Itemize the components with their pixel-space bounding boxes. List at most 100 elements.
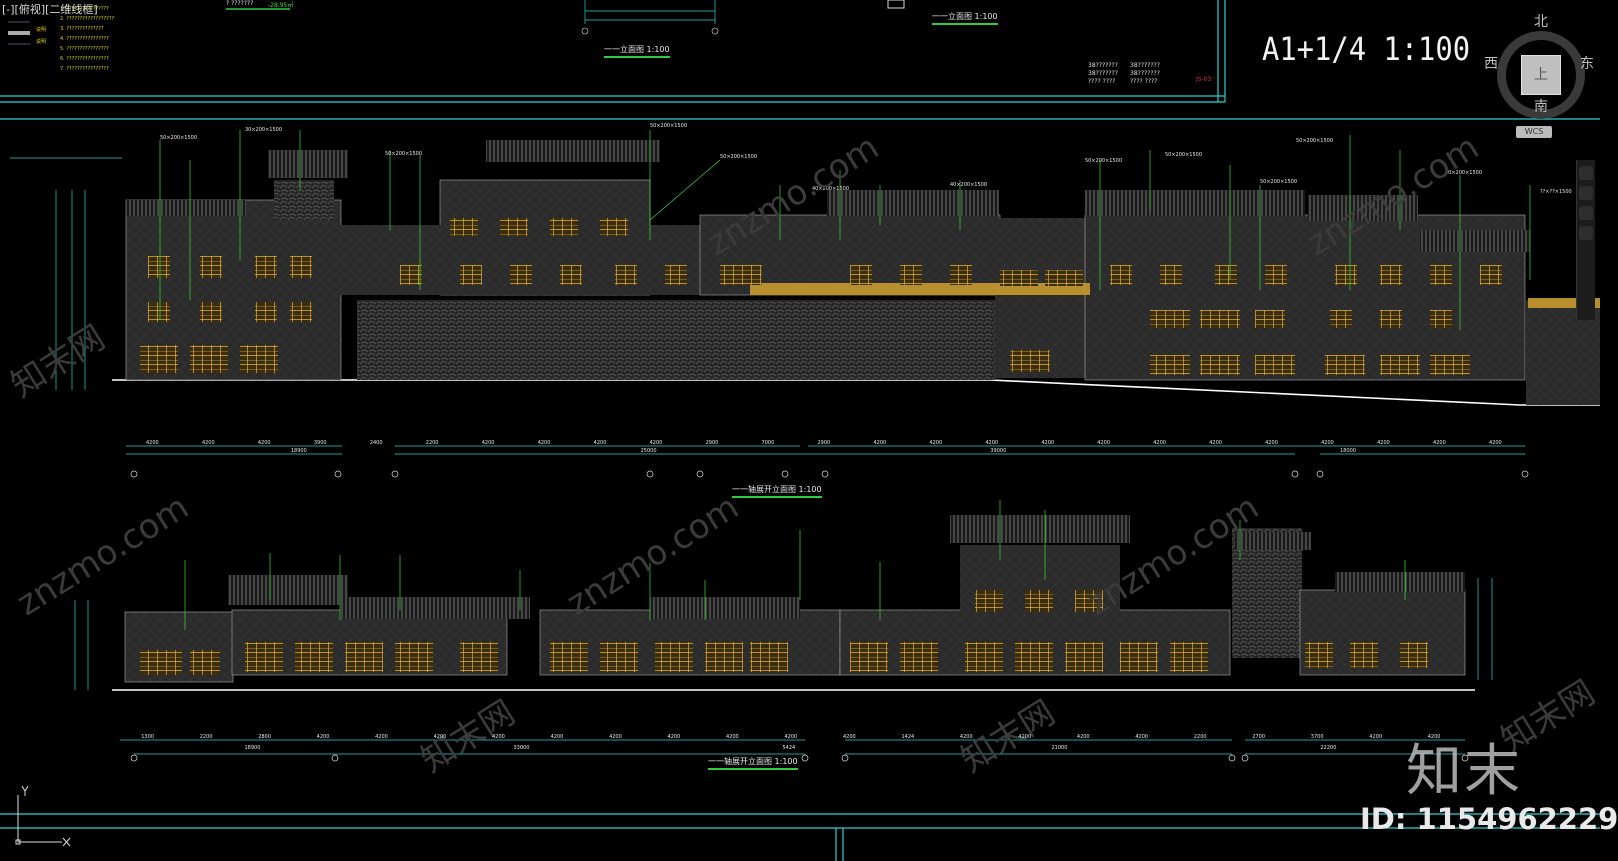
sheet-info-line: ???? ????: [1088, 78, 1116, 85]
dimension-label: 4200: [1265, 440, 1278, 446]
dimension-label: 4200: [433, 734, 447, 740]
dimension-label: 4200: [257, 440, 271, 446]
sheet-code: JS-03: [1196, 76, 1212, 83]
viewcube-south[interactable]: 南: [1534, 99, 1548, 115]
svg-text:50×200×1500: 50×200×1500: [720, 154, 757, 160]
svg-text:50×200×1500: 50×200×1500: [1260, 179, 1297, 185]
dimension-label: 4200: [1041, 440, 1055, 446]
dimension-label: 4200: [593, 440, 607, 446]
dimension-label: 4200: [784, 734, 798, 740]
elevation-title: 一一轴展开立面图 1:100: [708, 756, 798, 770]
svg-text:50×200×1500: 50×200×1500: [1165, 152, 1202, 158]
dimension-label: 1300: [141, 734, 154, 740]
dimension-label: 4200: [1489, 440, 1502, 446]
dimension-total-label: 18000: [1340, 448, 1357, 454]
dimension-label: 2200: [425, 440, 439, 446]
dimension-label: 4200: [492, 734, 505, 740]
sheet-info-line: 38???????: [1088, 70, 1118, 77]
svg-text:??×??×1500: ??×??×1500: [1540, 189, 1572, 195]
zoom-icon[interactable]: [1579, 186, 1593, 200]
wcs-menu-button[interactable]: WCS: [1516, 126, 1552, 138]
dimension-label: 4200: [1369, 734, 1383, 740]
dimension-total-label: 33000: [513, 745, 530, 751]
dimension-total-label: 21000: [1051, 745, 1068, 751]
sheet-info-line: ???? ????: [1130, 78, 1158, 85]
svg-text:50×200×1500: 50×200×1500: [1445, 170, 1482, 176]
viewport-controls-label[interactable]: [-][俯视][二维线框]: [2, 3, 98, 16]
svg-text:7. ????????????????: 7. ????????????????: [60, 66, 109, 72]
orbit-icon[interactable]: [1579, 206, 1593, 220]
note-value: ? ???????: [226, 0, 254, 7]
dimension-label: 4200: [145, 440, 159, 446]
elevation-lower[interactable]: [74, 500, 1493, 762]
dimension-label: 4200: [1097, 440, 1111, 446]
viewport-controls[interactable]: [-][俯视][二维线框]: [2, 1, 98, 17]
dimension-label: 4200: [842, 734, 856, 740]
pan-icon[interactable]: [1579, 166, 1593, 180]
sheet-info-line: 38???????: [1130, 62, 1160, 69]
dimension-label: 4200: [1321, 440, 1334, 446]
viewcube-east[interactable]: 东: [1580, 56, 1594, 72]
showmotion-icon[interactable]: [1579, 226, 1593, 240]
dimension-total-label: 18900: [290, 448, 307, 454]
dimension-label: 2800: [258, 734, 271, 740]
viewcube-compass-ring[interactable]: [1497, 31, 1585, 119]
dimension-label: 4200: [667, 734, 681, 740]
viewcube-west[interactable]: 西: [1484, 56, 1498, 72]
resource-id: ID: 1154962229: [1360, 802, 1618, 836]
viewcube-top-face[interactable]: 上: [1521, 55, 1561, 95]
dimension-total-label: 5424: [782, 745, 796, 751]
svg-text:30×200×1500: 30×200×1500: [245, 127, 282, 133]
viewcube[interactable]: 北 南 西 东 上 WCS: [1484, 10, 1598, 150]
note-area: -28.95㎡: [268, 2, 294, 9]
dimension-label: 4200: [1135, 734, 1149, 740]
dimension-label: 4200: [316, 734, 330, 740]
dimension-label: 4200: [1377, 440, 1390, 446]
dimension-total-label: 22200: [1320, 745, 1337, 751]
dimension-label: 4200: [1153, 440, 1166, 446]
dimension-label: 4200: [609, 734, 622, 740]
dimension-label: 2700: [1252, 734, 1266, 740]
dimension-label: 2900: [817, 440, 831, 446]
dimension-label: 4200: [726, 734, 739, 740]
svg-text:40×200×1500: 40×200×1500: [950, 182, 987, 188]
elevation-title: 一一立面图 1:100: [932, 11, 998, 25]
ucs-icon: [15, 785, 71, 847]
dimension-total-label: 18900: [244, 745, 261, 751]
legend-label: 说明: [36, 39, 47, 45]
sheet-info-line: 38???????: [1130, 70, 1160, 77]
dimension-label: 2200: [1193, 734, 1207, 740]
elevation-upper[interactable]: 50×200×1500 30×200×1500 50×200×1500 50×200…: [10, 123, 1600, 478]
dimension-label: 4200: [375, 734, 388, 740]
dimension-label: 4200: [1433, 440, 1446, 446]
svg-text:50×200×1500: 50×200×1500: [1296, 138, 1333, 144]
dimension-label: 4200: [201, 440, 215, 446]
sheet-scale-title: A1+1/4 1:100: [1262, 30, 1471, 68]
dimension-label: 2400: [369, 440, 383, 446]
svg-text:40×200×1500: 40×200×1500: [812, 186, 849, 192]
dimension-label: 4200: [481, 440, 495, 446]
dimension-label: 1424: [901, 734, 915, 740]
site-logo: 知末: [1406, 739, 1522, 804]
legend-label: 说明: [36, 27, 47, 33]
svg-text:50×200×1500: 50×200×1500: [160, 135, 197, 141]
dimension-total-label: 25000: [640, 448, 657, 454]
navigation-bar[interactable]: [1576, 160, 1595, 320]
elevation-title: 一一立面图 1:100: [604, 44, 670, 58]
dimension-label: 2200: [199, 734, 213, 740]
dimension-label: 4200: [985, 440, 999, 446]
sheet-info-block: 38??????? 38??????? ???? ????: [1088, 62, 1118, 86]
top-sheet-partial: 1. ???????????????? 2. ?????????????????…: [8, 0, 905, 72]
svg-text:5. ????????????????: 5. ????????????????: [60, 46, 109, 52]
dimension-label: 3900: [313, 440, 327, 446]
svg-text:2. ??????????????????: 2. ??????????????????: [60, 16, 114, 22]
dimension-label: 4200: [649, 440, 663, 446]
dimension-label: 4200: [550, 734, 564, 740]
dimension-label: 4200: [873, 440, 887, 446]
svg-text:4. ????????????????: 4. ????????????????: [60, 36, 109, 42]
dimension-label: 4200: [1018, 734, 1032, 740]
viewcube-north[interactable]: 北: [1534, 14, 1548, 30]
dimension-label: 3700: [1310, 734, 1324, 740]
